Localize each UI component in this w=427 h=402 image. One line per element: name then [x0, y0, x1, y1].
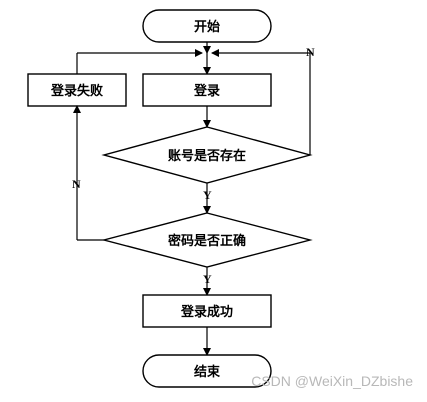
password-no-label: N	[72, 177, 81, 191]
login-failed-node-label: 登录失败	[50, 83, 103, 99]
start-node-label: 开始	[194, 19, 220, 35]
password-correct-label: 密码是否正确	[167, 233, 246, 249]
account-yes-label: Y	[203, 188, 212, 202]
login-success-node	[142, 294, 272, 328]
end-node-label: 结束	[194, 364, 221, 380]
account-no-label: N	[306, 45, 315, 59]
end-node	[142, 354, 272, 388]
login-node-label: 登录	[193, 83, 220, 99]
password-yes-label: Y	[203, 272, 212, 286]
login-success-node-label: 登录成功	[180, 304, 233, 320]
account-exists-label: 账号是否存在	[168, 148, 246, 164]
watermark-text: CSDN @WeiXin_DZbishe	[251, 373, 413, 389]
